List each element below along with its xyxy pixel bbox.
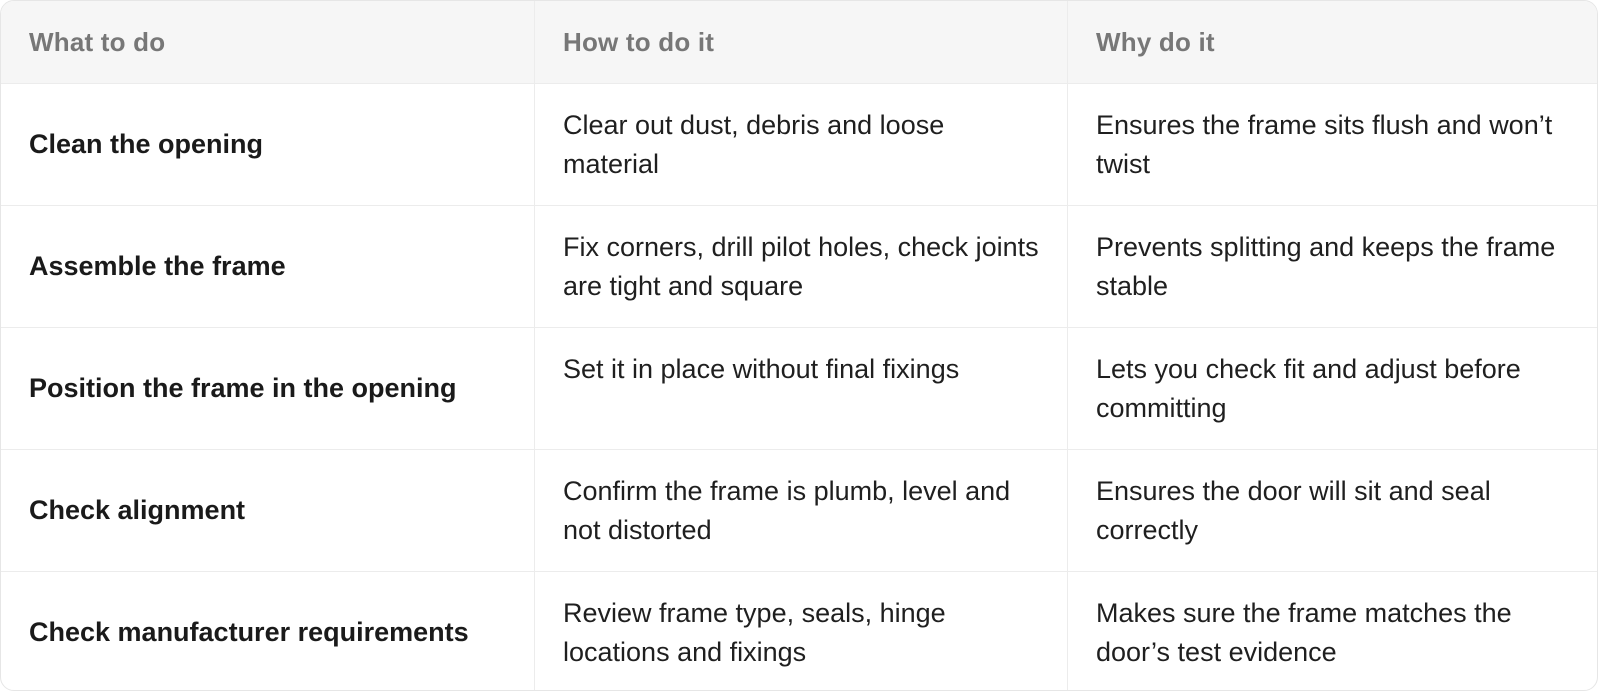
table-row: Check alignment Confirm the frame is plu… bbox=[1, 449, 1597, 571]
step-how: Fix corners, drill pilot holes, check jo… bbox=[563, 232, 1039, 301]
header-how-label: How to do it bbox=[563, 26, 715, 57]
table-row: Assemble the frame Fix corners, drill pi… bbox=[1, 205, 1597, 327]
cell-how: Fix corners, drill pilot holes, check jo… bbox=[534, 206, 1067, 327]
table-header-row: What to do How to do it Why do it bbox=[1, 1, 1597, 83]
cell-what: Position the frame in the opening bbox=[1, 328, 534, 449]
step-title: Clean the opening bbox=[29, 129, 264, 159]
header-cell-how: How to do it bbox=[534, 1, 1067, 83]
step-why: Lets you check fit and adjust before com… bbox=[1096, 354, 1521, 423]
step-title: Position the frame in the opening bbox=[29, 373, 457, 403]
header-why-label: Why do it bbox=[1096, 26, 1215, 57]
table-row: Position the frame in the opening Set it… bbox=[1, 327, 1597, 449]
step-title: Check manufacturer requirements bbox=[29, 617, 469, 647]
step-title: Check alignment bbox=[29, 495, 246, 525]
cell-what: Check manufacturer requirements bbox=[1, 572, 534, 690]
step-why: Ensures the frame sits flush and won’t t… bbox=[1096, 110, 1553, 179]
table-row: Clean the opening Clear out dust, debris… bbox=[1, 83, 1597, 205]
cell-why: Ensures the frame sits flush and won’t t… bbox=[1067, 84, 1597, 205]
cell-how: Confirm the frame is plumb, level and no… bbox=[534, 450, 1067, 571]
header-what-label: What to do bbox=[29, 26, 166, 57]
header-cell-why: Why do it bbox=[1067, 1, 1597, 83]
step-why: Prevents splitting and keeps the frame s… bbox=[1096, 232, 1556, 301]
cell-why: Prevents splitting and keeps the frame s… bbox=[1067, 206, 1597, 327]
table-row: Check manufacturer requirements Review f… bbox=[1, 571, 1597, 690]
header-cell-what: What to do bbox=[1, 1, 534, 83]
cell-what: Clean the opening bbox=[1, 84, 534, 205]
step-how: Confirm the frame is plumb, level and no… bbox=[563, 476, 1011, 545]
cell-why: Makes sure the frame matches the door’s … bbox=[1067, 572, 1597, 690]
step-why: Ensures the door will sit and seal corre… bbox=[1096, 476, 1491, 545]
cell-what: Assemble the frame bbox=[1, 206, 534, 327]
step-title: Assemble the frame bbox=[29, 251, 286, 281]
step-why: Makes sure the frame matches the door’s … bbox=[1096, 598, 1512, 667]
cell-how: Clear out dust, debris and loose materia… bbox=[534, 84, 1067, 205]
cell-how: Set it in place without final fixings bbox=[534, 328, 1067, 449]
step-how: Review frame type, seals, hinge location… bbox=[563, 598, 946, 667]
cell-what: Check alignment bbox=[1, 450, 534, 571]
cell-why: Ensures the door will sit and seal corre… bbox=[1067, 450, 1597, 571]
step-how: Clear out dust, debris and loose materia… bbox=[563, 110, 945, 179]
cell-why: Lets you check fit and adjust before com… bbox=[1067, 328, 1597, 449]
cell-how: Review frame type, seals, hinge location… bbox=[534, 572, 1067, 690]
step-how: Set it in place without final fixings bbox=[563, 354, 960, 384]
